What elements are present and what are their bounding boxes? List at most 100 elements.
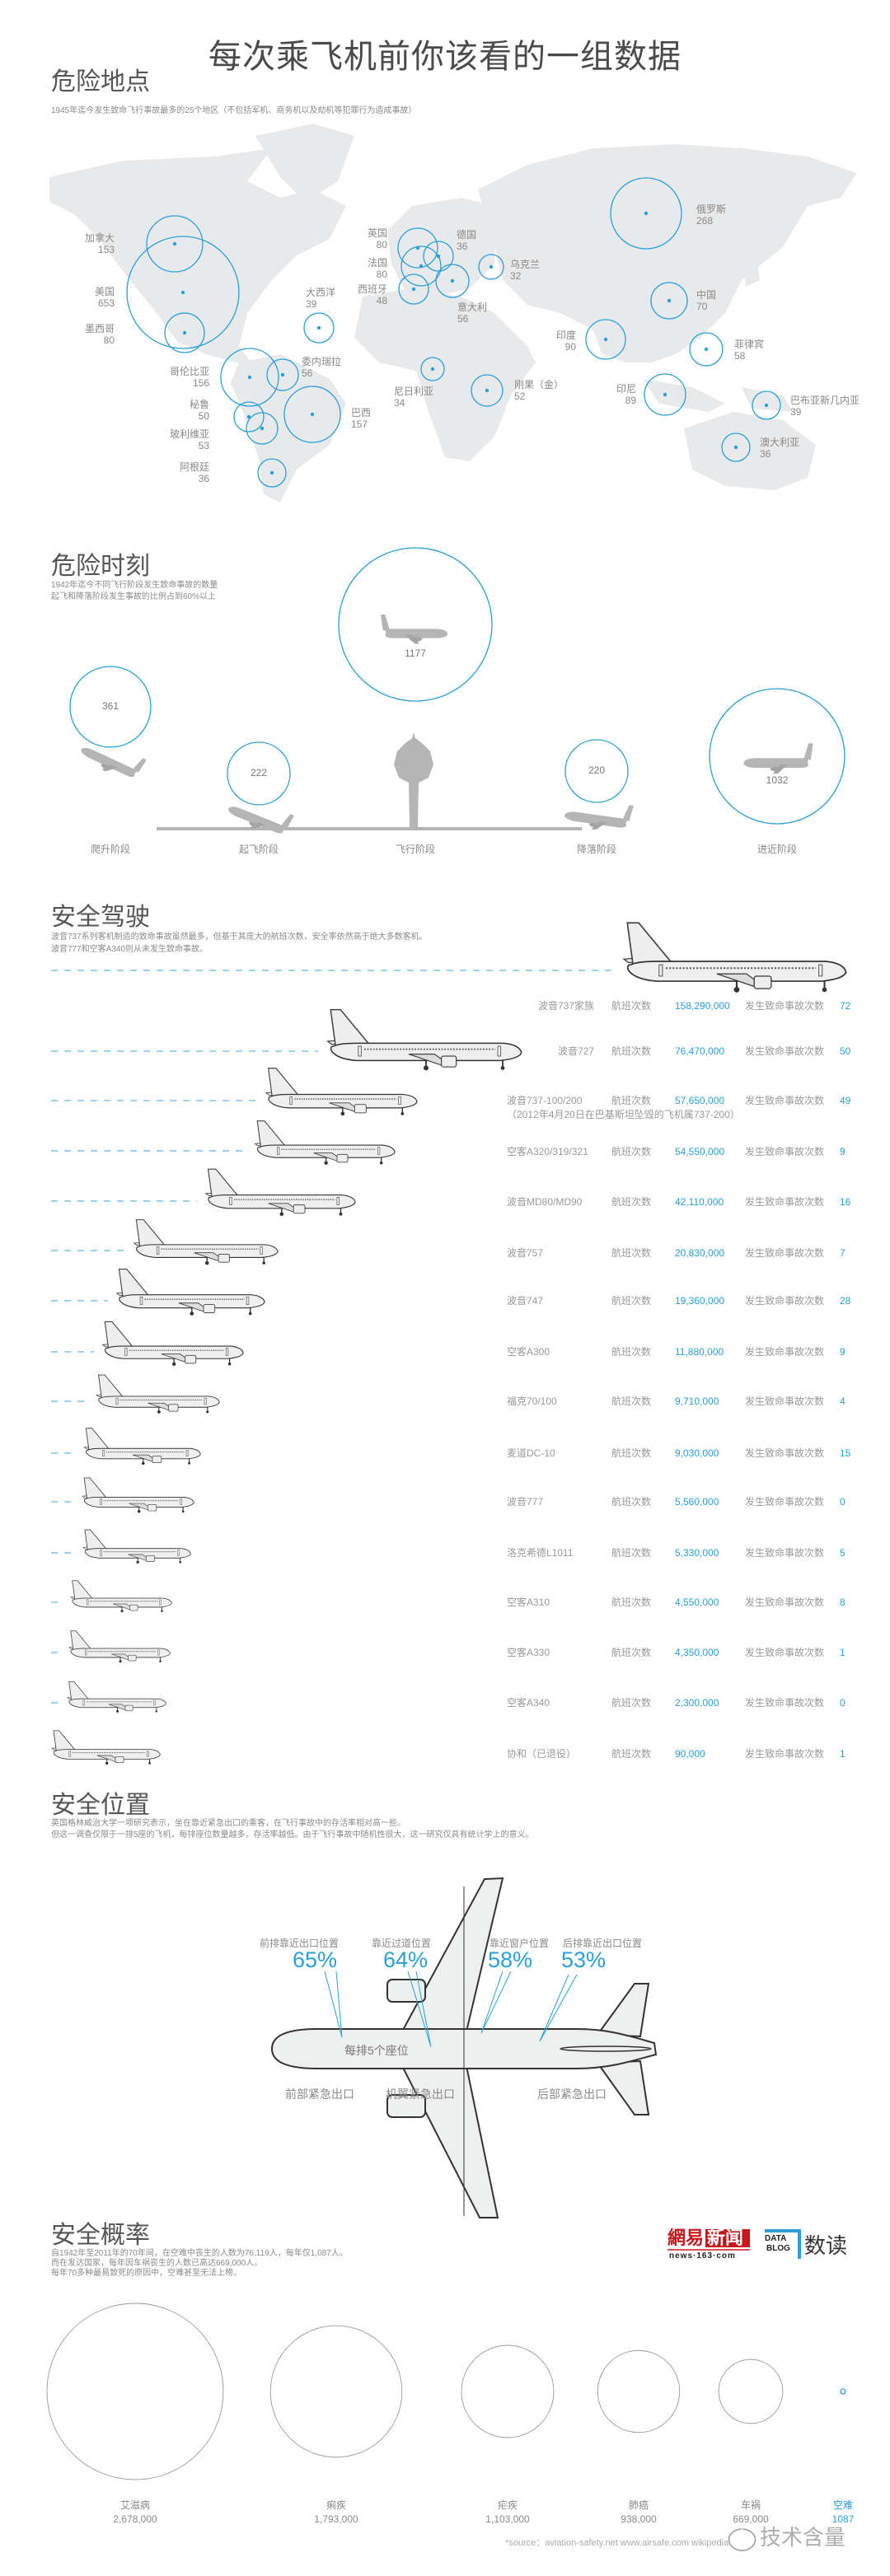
- position-label-rear-exit: 后排靠近出口位置: [563, 1938, 643, 1949]
- aircraft-model: 协和（已退役）: [507, 1748, 577, 1760]
- flights-count: 4,350,000: [675, 1647, 719, 1658]
- flights-label: 航班次数: [611, 1496, 652, 1508]
- location-circle: [283, 386, 341, 443]
- phase-circle: [709, 688, 846, 825]
- aircraft-model: 波音757: [507, 1247, 544, 1259]
- fatal-count: 16: [840, 1196, 851, 1208]
- location-circle: [420, 357, 445, 381]
- aircraft-model: 波音737家族: [537, 1000, 594, 1012]
- location-name: 墨西哥: [84, 323, 115, 334]
- fatal-count: 7: [840, 1247, 846, 1259]
- location-count: 80: [103, 334, 115, 346]
- death-count: 669,000: [733, 2513, 769, 2525]
- location-circle: [478, 254, 504, 280]
- location-circle: [266, 358, 299, 391]
- source-note: *source：aviation-safety.net www.airsafe.…: [505, 2538, 729, 2548]
- location-dot: [663, 392, 668, 397]
- location-name: 印度: [555, 330, 576, 341]
- flights-label: 航班次数: [611, 1000, 652, 1012]
- location-name: 英国: [367, 227, 387, 239]
- flights-count: 57,650,000: [675, 1095, 725, 1106]
- fatal-label: 发生致命事故次数: [745, 1295, 825, 1307]
- location-circle: [233, 401, 265, 432]
- aircraft-graphics: [51, 922, 847, 1765]
- seats-desc-2: 但这一调查仅限于一排5座的飞机，每排座位数量越多，存活率越低。由于飞行事故中随机…: [51, 1830, 534, 1840]
- exit-label-front: 前部紧急出口: [285, 2087, 354, 2101]
- fatal-count: 28: [840, 1295, 851, 1307]
- probability-circle: [46, 2303, 224, 2480]
- location-name: 委内瑞拉: [302, 356, 342, 367]
- seats-heading: 安全位置: [51, 1792, 150, 1819]
- fatal-label: 发生致命事故次数: [745, 1748, 825, 1760]
- position-label-front-exit: 前排靠近出口位置: [260, 1938, 340, 1949]
- position-label-aisle: 靠近过道位置: [372, 1938, 432, 1949]
- phase-label: 进近阶段: [756, 844, 798, 855]
- location-circle: [752, 390, 781, 420]
- location-circle: [126, 236, 240, 349]
- locations-heading: 危险地点: [51, 68, 150, 96]
- aircraft-note: （2012年4月20日在巴基斯坦坠毁的飞机属737-200）: [507, 1109, 740, 1120]
- location-count: 58: [734, 350, 746, 362]
- fatal-label: 发生致命事故次数: [745, 1095, 825, 1106]
- location-circle: [721, 432, 751, 462]
- cause-name: 空难: [832, 2499, 854, 2511]
- seats-desc-1: 英国格林威治大学一项研究表示，坐在靠近紧急出口的乘客，在飞行事故中的存活率相对高…: [51, 1819, 405, 1828]
- aircraft-model: 波音MD80/MD90: [507, 1196, 583, 1208]
- phase-count: 1032: [766, 774, 789, 786]
- location-dot: [280, 372, 285, 377]
- location-count: 153: [97, 244, 115, 255]
- position-rate-aisle: 64%: [383, 1947, 429, 1972]
- control-tower-icon: [394, 733, 433, 827]
- location-circle: [246, 412, 279, 445]
- fatal-count: 9: [840, 1346, 846, 1358]
- location-name: 加拿大: [84, 232, 115, 244]
- fatal-label: 发生致命事故次数: [745, 1346, 825, 1358]
- phase-circle: [227, 741, 291, 806]
- location-name: 俄罗斯: [696, 203, 727, 215]
- fatal-label: 发生致命事故次数: [745, 1196, 825, 1208]
- fatal-label: 发生致命事故次数: [745, 1597, 825, 1608]
- position-rate-front-exit: 65%: [293, 1947, 338, 1972]
- aircraft-side-view-icon: [116, 1268, 265, 1316]
- leader-lines: [324, 1971, 578, 2048]
- locations-subtitle: 1945年迄今发生致命飞行事故最多的25个地区（不包括军机、商务机以及劫机等犯罪…: [51, 106, 417, 115]
- flights-label: 航班次数: [611, 1748, 652, 1760]
- plane-climb-icon: [77, 732, 147, 785]
- location-count: 70: [696, 301, 708, 312]
- phase-label: 飞行阶段: [395, 844, 436, 855]
- location-dot: [733, 445, 738, 450]
- location-dot: [644, 211, 649, 216]
- location-dot: [430, 367, 435, 372]
- aircraft-side-view-icon: [67, 1681, 166, 1713]
- location-count: 36: [198, 473, 209, 484]
- flights-count: 76,470,000: [675, 1045, 725, 1057]
- location-name: 美国: [94, 286, 115, 297]
- location-dot: [419, 264, 424, 269]
- phase-label: 起飞阶段: [238, 844, 279, 855]
- location-name: 德国: [457, 229, 477, 241]
- location-name: 意大利: [457, 302, 488, 313]
- location-label: 刚果（金）52: [514, 379, 564, 402]
- aircraft-model: 空客A330: [507, 1647, 550, 1658]
- aircraft-side-view-icon: [101, 1321, 244, 1367]
- location-name: 秘鲁: [189, 399, 209, 410]
- phase-count: 1177: [405, 648, 426, 659]
- probability-circle: [461, 2345, 555, 2438]
- flights-count: 11,880,000: [675, 1346, 724, 1358]
- probability-desc-2: 而在发达国家，每年因车祸丧生的人数已高达669,000人。: [51, 2259, 263, 2268]
- location-count: 36: [457, 241, 468, 252]
- fatal-count: 4: [840, 1396, 846, 1407]
- location-circle: [644, 373, 686, 416]
- location-dot: [260, 426, 265, 431]
- fatal-label: 发生致命事故次数: [745, 1697, 825, 1709]
- probability-circle: [718, 2359, 784, 2424]
